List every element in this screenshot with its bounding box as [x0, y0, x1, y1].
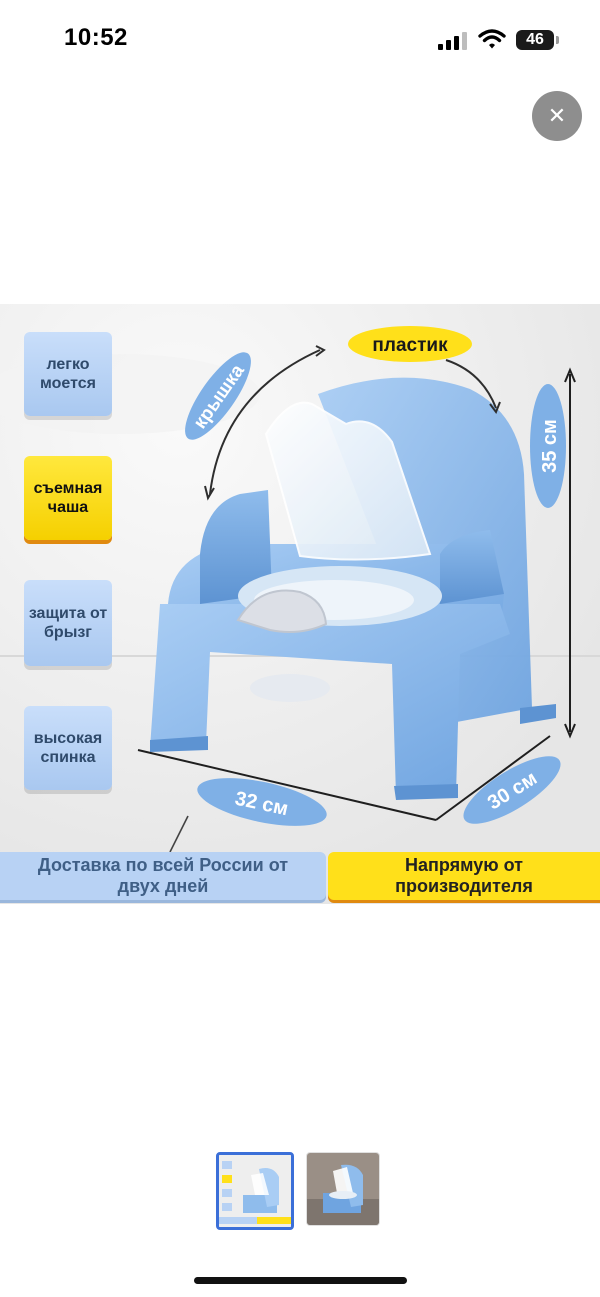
cellular-signal-icon — [438, 32, 467, 50]
feature-label: высокая спинка — [33, 730, 103, 766]
direct-banner: Напрямую от производителя — [328, 852, 600, 900]
feature-label: съемная чаша — [33, 480, 103, 516]
status-bar: 10:52 46 — [0, 0, 600, 80]
delivery-banner-text: Доставка по всей России от двух дней — [37, 855, 289, 896]
feature-badge-splash-guard: защита от брызг — [24, 580, 112, 666]
direct-banner-text: Напрямую от производителя — [395, 855, 533, 896]
height-dimension-label: 35 см — [539, 419, 561, 473]
status-time: 10:52 — [64, 24, 128, 51]
delivery-banner: Доставка по всей России от двух дней — [0, 852, 326, 900]
feature-badge-high-back: высокая спинка — [24, 706, 112, 790]
thumbnail-2[interactable] — [306, 1152, 380, 1226]
wifi-icon — [478, 29, 506, 49]
potty-chair-illustration: 32 см 30 см 35 см пластик крышка — [0, 304, 600, 904]
battery-icon: 46 — [516, 30, 560, 52]
product-image[interactable]: 32 см 30 см 35 см пластик крышка легко м… — [0, 304, 600, 904]
feature-badge-removable-bowl: съемная чаша — [24, 456, 112, 540]
thumbnail-2-image — [307, 1153, 379, 1225]
feature-badge-easy-clean: легко моется — [24, 332, 112, 416]
close-icon: ✕ — [547, 103, 567, 128]
image-gallery-thumbnails — [216, 1152, 380, 1230]
material-callout: пластик — [372, 335, 448, 356]
close-button[interactable]: ✕ — [532, 91, 582, 141]
thumbnail-1-image — [219, 1155, 291, 1227]
thumbnail-1[interactable] — [216, 1152, 294, 1230]
feature-label: защита от брызг — [28, 605, 108, 641]
home-indicator — [194, 1277, 407, 1284]
feature-label: легко моется — [40, 356, 96, 392]
battery-level: 46 — [526, 31, 544, 48]
